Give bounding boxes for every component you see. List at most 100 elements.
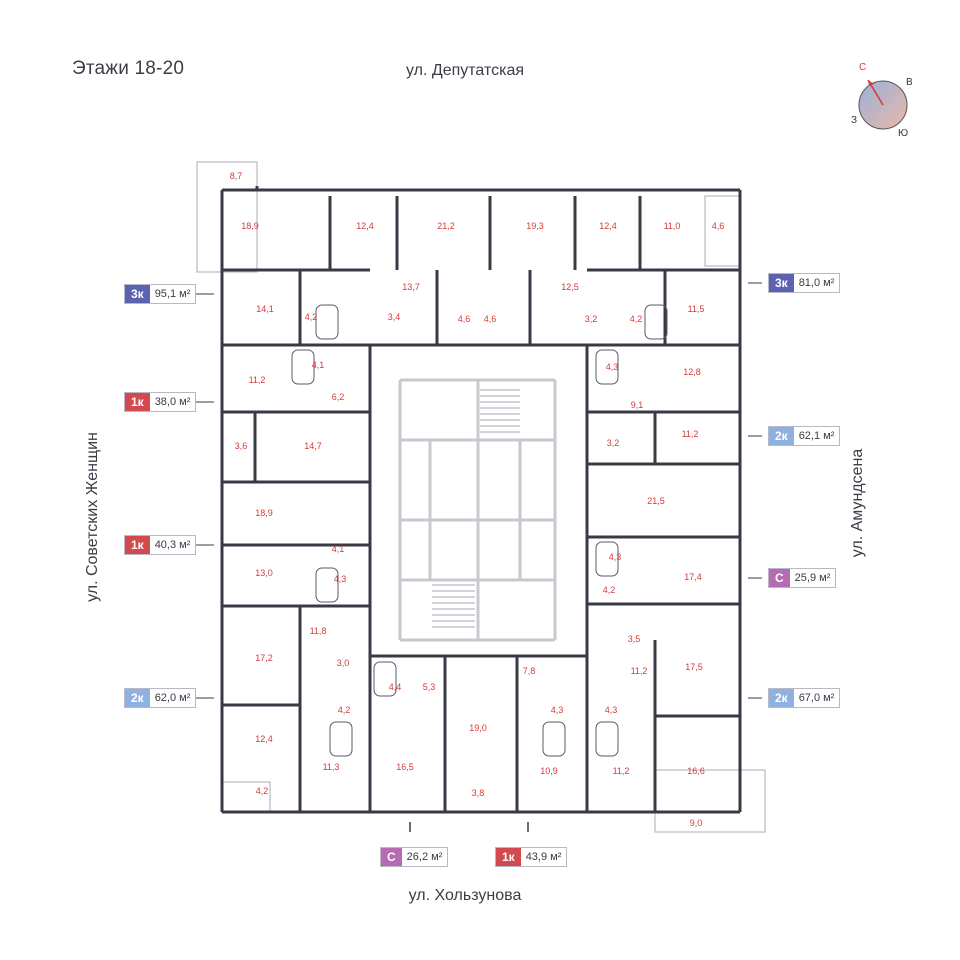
balcony [704, 195, 741, 267]
apartment-badge[interactable]: 3к 95,1 м² [124, 284, 197, 304]
apartment-type: 3к [769, 274, 794, 292]
room-area-label: 4,3 [551, 705, 564, 715]
room-area-label: 11,5 [688, 304, 705, 314]
apartment-type: 2к [769, 427, 794, 445]
room-area-label: 4,6 [458, 314, 471, 324]
room-area-label: 16,6 [687, 766, 705, 776]
room-area-label: 4,3 [605, 705, 618, 715]
room-area-label: 4,6 [712, 221, 725, 231]
room-area-label: 12,4 [599, 221, 617, 231]
compass-east: В [906, 77, 913, 88]
room-area-label: 3,2 [607, 438, 620, 448]
apartment-type: 1к [125, 536, 150, 554]
room-area-label: 4,2 [630, 314, 643, 324]
apartment-badge[interactable]: 1к 40,3 м² [124, 535, 197, 555]
room-area-label: 18,9 [255, 508, 273, 518]
bathtub-icon [595, 349, 619, 385]
apartment-type: С [769, 569, 790, 587]
apartment-area: 95,1 м² [154, 288, 191, 300]
room-area-label: 3,8 [472, 788, 485, 798]
room-area-label: 11,0 [664, 221, 681, 231]
bathtub-icon [644, 304, 668, 340]
room-area-label: 4,2 [338, 705, 351, 715]
apartment-area: 25,9 м² [794, 572, 831, 584]
compass-north: С [859, 62, 867, 73]
bathtub-icon [595, 541, 619, 577]
room-area-label: 12,5 [561, 282, 579, 292]
room-area-label: 3,2 [585, 314, 598, 324]
room-area-label: 4,3 [606, 362, 619, 372]
room-area-label: 11,2 [613, 766, 630, 776]
bathtub-icon [595, 721, 619, 757]
room-area-label: 9,0 [690, 818, 703, 828]
room-area-label: 17,5 [685, 662, 703, 672]
room-area-label: 14,1 [256, 304, 274, 314]
room-area-label: 19,0 [469, 723, 487, 733]
room-area-label: 4,2 [603, 585, 616, 595]
room-area-label: 12,4 [255, 734, 273, 744]
room-area-label: 13,0 [255, 568, 273, 578]
room-area-label: 4,4 [389, 682, 402, 692]
bathtub-icon [373, 661, 397, 697]
room-area-label: 4,6 [484, 314, 497, 324]
apartment-badge[interactable]: 1к 38,0 м² [124, 392, 197, 412]
room-area-label: 3,5 [628, 634, 641, 644]
room-area-label: 11,2 [682, 429, 699, 439]
apartment-badge[interactable]: 2к 62,1 м² [768, 426, 841, 446]
room-area-label: 11,2 [249, 375, 266, 385]
room-area-label: 17,4 [684, 572, 702, 582]
bathtub-icon [315, 304, 339, 340]
room-area-label: 12,8 [683, 367, 701, 377]
balcony [196, 161, 258, 273]
apartment-badge[interactable]: 2к 62,0 м² [124, 688, 197, 708]
room-area-label: 21,5 [647, 496, 665, 506]
apartment-area: 62,0 м² [154, 692, 191, 704]
room-area-label: 14,7 [304, 441, 322, 451]
room-area-label: 4,3 [609, 552, 622, 562]
room-area-label: 4,1 [312, 360, 325, 370]
apartment-area: 81,0 м² [798, 277, 835, 289]
apartment-area: 26,2 м² [406, 851, 443, 863]
apartment-type: 3к [125, 285, 150, 303]
room-area-label: 6,2 [332, 392, 345, 402]
room-area-label: 3,4 [388, 312, 401, 322]
apartment-type: 2к [769, 689, 794, 707]
bathtub-icon [329, 721, 353, 757]
room-area-label: 18,9 [241, 221, 259, 231]
room-area-label: 4,3 [334, 574, 347, 584]
apartment-badge[interactable]: С 25,9 м² [768, 568, 837, 588]
room-area-label: 4,2 [256, 786, 269, 796]
room-area-label: 21,2 [437, 221, 455, 231]
room-area-label: 3,6 [235, 441, 248, 451]
bathtub-icon [315, 567, 339, 603]
apartment-badge[interactable]: 3к 81,0 м² [768, 273, 841, 293]
apartment-type: 1к [496, 848, 521, 866]
balcony [654, 769, 766, 833]
compass-west: З [851, 115, 858, 126]
room-area-label: 19,3 [526, 221, 544, 231]
compass-south: Ю [898, 128, 909, 139]
room-area-label: 13,7 [402, 282, 420, 292]
apartment-area: 62,1 м² [798, 430, 835, 442]
room-area-label: 11,8 [310, 626, 327, 636]
room-area-label: 12,4 [356, 221, 374, 231]
apartment-area: 40,3 м² [154, 539, 191, 551]
apartment-type: 2к [125, 689, 150, 707]
bathtub-icon [291, 349, 315, 385]
room-area-label: 4,2 [305, 312, 318, 322]
room-area-label: 3,0 [337, 658, 350, 668]
apartment-type: 1к [125, 393, 150, 411]
room-area-label: 11,2 [631, 666, 648, 676]
room-area-label: 16,5 [396, 762, 414, 772]
room-area-label: 4,1 [332, 544, 345, 554]
room-area-label: 7,8 [523, 666, 536, 676]
bathtub-icon [542, 721, 566, 757]
apartment-area: 38,0 м² [154, 396, 191, 408]
compass-icon: С В Ю З [848, 62, 918, 142]
room-area-label: 11,3 [323, 762, 340, 772]
room-area-label: 9,1 [631, 400, 644, 410]
